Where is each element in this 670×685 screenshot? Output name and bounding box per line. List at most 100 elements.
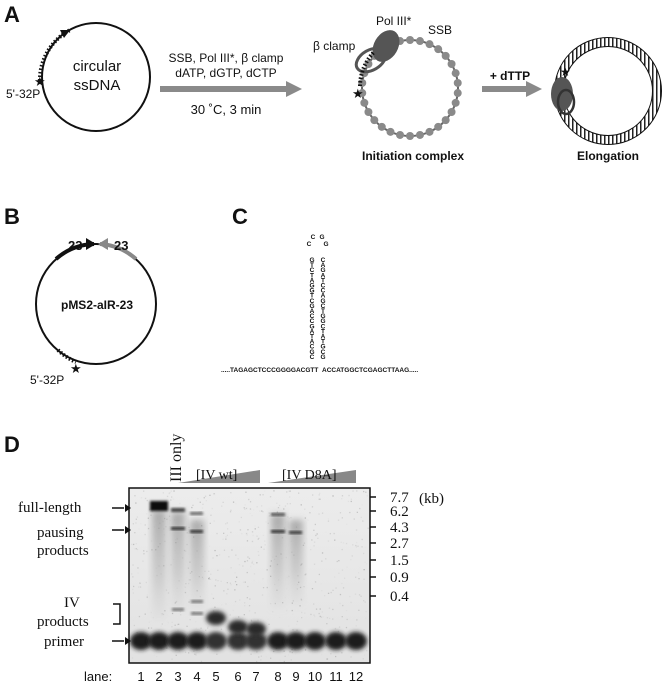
gel-speckle xyxy=(262,578,264,580)
plasmid-star-icon: ★ xyxy=(70,361,82,376)
gel-speckle xyxy=(363,600,365,602)
pol-iii-icon xyxy=(372,30,400,62)
gel-speckle xyxy=(313,603,315,605)
gel-speckle xyxy=(337,630,340,633)
ssb-bead xyxy=(364,108,373,116)
gel-speckle xyxy=(327,520,330,522)
gel-speckle xyxy=(141,624,143,626)
hairpin-stem-right-base: A xyxy=(321,293,326,300)
gel-speckle xyxy=(243,507,245,509)
gel-speckle xyxy=(268,515,270,517)
gel-speckle xyxy=(263,548,265,550)
elongation-star-icon: ★ xyxy=(560,65,571,79)
lane-number: 1 xyxy=(137,669,144,684)
gel-speckle xyxy=(265,656,267,658)
gel-speckle xyxy=(232,609,234,612)
gel-speckle xyxy=(245,532,248,535)
gel-speckle xyxy=(268,623,270,625)
gel-speckle xyxy=(239,655,241,657)
gel-speckle xyxy=(248,557,251,560)
ssb-bead xyxy=(425,40,434,49)
panel-b: B 23 23 pMS2-aIR-23 ★ 5'-32P xyxy=(4,204,157,387)
ssb-bead xyxy=(453,89,462,98)
gel-speckle xyxy=(177,629,179,631)
gel-speckle xyxy=(267,618,269,620)
band-minor xyxy=(191,600,203,603)
gel-speckle xyxy=(326,617,329,619)
ssb-bead xyxy=(441,51,450,60)
gel-speckle xyxy=(146,513,148,515)
gel-speckle xyxy=(200,511,202,513)
gel-speckle xyxy=(299,652,301,654)
gel-speckle xyxy=(192,504,194,506)
gel-speckle xyxy=(227,588,229,590)
lane-number: 12 xyxy=(349,669,363,684)
gel-speckle xyxy=(284,505,287,507)
gel-speckle xyxy=(214,585,216,587)
gel-speckle xyxy=(146,550,148,553)
label-pausing-2: products xyxy=(37,543,89,559)
gel-speckle xyxy=(330,591,332,594)
hairpin-stem-left-base: T xyxy=(310,272,314,279)
gel-speckle xyxy=(244,602,246,604)
gel-speckle xyxy=(153,654,155,656)
gel-speckle xyxy=(353,518,355,520)
gel-speckle xyxy=(247,529,249,531)
gel-speckle xyxy=(170,490,172,492)
ssb-bead xyxy=(386,127,395,136)
gel-speckle xyxy=(355,625,357,627)
gel-speckle xyxy=(254,612,256,614)
gel-speckle xyxy=(205,500,207,502)
gel-speckle xyxy=(248,588,250,591)
size-marker-label: 6.2 xyxy=(390,504,409,520)
gel-speckle xyxy=(341,569,344,571)
gel-speckle xyxy=(140,523,142,525)
gel-speckle xyxy=(144,533,146,536)
gel-speckle xyxy=(223,532,225,534)
band-iv-product xyxy=(246,622,266,636)
gel-speckle xyxy=(147,517,149,519)
gel-speckle xyxy=(314,615,316,618)
gel-speckle xyxy=(138,599,140,601)
gel-speckle xyxy=(171,626,173,628)
gel-speckle xyxy=(356,490,358,492)
gel-speckle xyxy=(148,627,150,629)
band-primer xyxy=(130,632,152,650)
gel-speckle xyxy=(136,516,139,518)
gel-speckle xyxy=(233,604,235,606)
gel-speckle xyxy=(135,502,137,504)
gel-speckle xyxy=(358,566,361,569)
gel-speckle xyxy=(256,660,258,663)
d8a-gradient-triangle xyxy=(268,470,356,483)
gel-speckle xyxy=(335,587,337,589)
gel-speckle xyxy=(350,656,352,658)
ssb-bead xyxy=(451,69,460,78)
hairpin-loop-base: G xyxy=(323,241,328,248)
gel-speckle xyxy=(185,583,187,585)
gel-speckle xyxy=(335,655,337,658)
lane-number: 5 xyxy=(212,669,219,684)
gel-speckle xyxy=(222,538,224,540)
gel-speckle xyxy=(226,582,228,584)
gel-speckle xyxy=(360,516,362,518)
gel-speckle xyxy=(285,528,287,530)
gel-speckle xyxy=(296,623,298,625)
gel-speckle xyxy=(204,495,207,497)
gel-speckle xyxy=(186,594,188,596)
hairpin-stem-right-base: C xyxy=(321,257,326,264)
gel-speckle xyxy=(301,499,303,502)
lane-number: 3 xyxy=(174,669,181,684)
gel-speckle xyxy=(365,611,367,613)
hairpin-stem-left-base: T xyxy=(310,262,314,269)
hairpin-stem-left-base: C xyxy=(310,344,315,351)
hairpin-stem-left-base: C xyxy=(310,313,315,320)
label-full-length: full-length xyxy=(18,500,82,516)
band-full-length xyxy=(150,501,168,511)
dttp-label: + dTTP xyxy=(490,69,530,83)
gel-speckle xyxy=(147,527,150,530)
gel-speckle xyxy=(334,627,337,630)
lane-number: 8 xyxy=(274,669,281,684)
gel-speckle xyxy=(304,517,306,519)
gel-speckle xyxy=(225,536,227,538)
gel-speckle xyxy=(229,511,232,513)
